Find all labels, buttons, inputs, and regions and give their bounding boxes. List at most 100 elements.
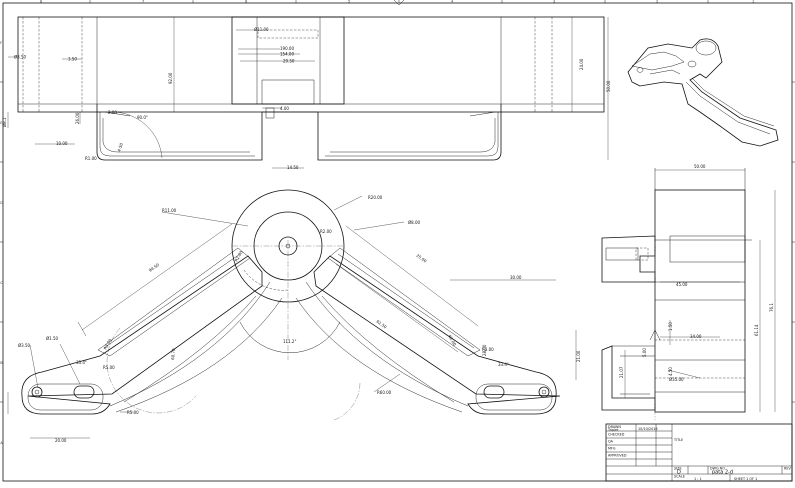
dim-label: 24.00 [579, 58, 584, 70]
dwg-no-value: pata 2-d [712, 470, 733, 476]
dim-label: 10.00 [56, 141, 68, 146]
dim-label: 62.50 [375, 319, 388, 330]
rev-label: REV [784, 466, 791, 470]
dim-label: 1.50 [668, 322, 673, 331]
dim-label: 50.00 [606, 80, 611, 92]
dim-label: Ø11.00 [254, 27, 269, 32]
qa-label: QA [608, 439, 614, 443]
dim-label: 25.00 [415, 253, 428, 264]
left-leg-slot [97, 247, 251, 357]
dim-label: Ø3.50 [18, 343, 31, 348]
title-label: TITLE [673, 438, 683, 442]
dim-label: R60.00 [377, 390, 392, 395]
dim-label: 33.4° [76, 360, 87, 365]
dim-label: 90.0° [137, 115, 148, 120]
dim-label: 4.50 [668, 367, 673, 376]
dim-label: R5.00 [103, 365, 115, 370]
dim-label: 29.50 [283, 59, 295, 64]
dim-label: Ø35.00 [669, 377, 684, 382]
mfg-label: MFG [608, 446, 616, 450]
drawn-name: Triplet [607, 428, 619, 432]
dim-label: 92.00 [168, 72, 173, 84]
title-block-outline [605, 423, 793, 482]
scale-label: SCALE [674, 475, 685, 479]
dim-label: R5.00 [127, 410, 139, 415]
dim-label: R2.00 [320, 229, 332, 234]
drawn-date: 10/10/2016 [638, 427, 658, 431]
zone-label: 4 [451, 0, 454, 4]
zone-label: D [0, 201, 3, 205]
dim-label: R11.00 [162, 208, 177, 213]
dim-label: 28.00 [482, 344, 487, 356]
dim-label: 20.00 [55, 438, 67, 443]
dim-label: 154.00 [280, 52, 294, 57]
dim-label: 21.07 [619, 366, 624, 378]
side-view: 50.00 45.00 34.00 76.1 Ø35.00 61.14 1.50… [601, 164, 776, 420]
dim-label: Ø3.50 [14, 55, 27, 60]
zone-ticks [0, 0, 795, 403]
dim-label: R20.00 [368, 195, 383, 200]
title-block: DRAWN Triplet 10/10/2016 CHECKED QA MFG … [605, 423, 793, 482]
size-value: D [677, 470, 681, 476]
zone-label: E [0, 121, 3, 125]
dim-label: 111.2° [283, 339, 296, 344]
hub-bore [278, 236, 298, 256]
zone-label: 6 [245, 0, 248, 4]
dim-label: 50.00 [694, 164, 706, 169]
drawn-label: DRAWN [608, 425, 621, 429]
isometric-view [627, 38, 779, 147]
dim-label: Ø8.1 [2, 117, 7, 127]
right-leg [313, 255, 561, 415]
dim-label: 33.4° [498, 362, 509, 367]
dim-label: 76.1 [769, 303, 774, 312]
zone-label: A [0, 441, 3, 445]
dim-label: 2.00 [108, 110, 117, 115]
checked-label: CHECKED [608, 432, 625, 436]
sheet-value: SHEET 1 OF 1 [734, 477, 757, 481]
dim-label: 4.50 [116, 142, 124, 153]
scale-value: 1 : 1 [694, 477, 702, 481]
triangle-mark-icon [393, 0, 405, 6]
dim-label: 14.50 [287, 165, 299, 170]
dim-label: Ø8.00 [408, 220, 421, 225]
zone-labels: 8 7 6 5 4 3 2 1 F E D C B A [0, 0, 754, 445]
dim-label: R2.00 [447, 334, 457, 347]
approved-label: APPROVED [608, 453, 627, 457]
dim-label: R3.00 [103, 337, 113, 350]
zone-label: B [0, 361, 3, 365]
dim-label: 190.00 [280, 46, 294, 51]
dim-label: 60.70 [170, 348, 176, 360]
dim-label: 45.00 [676, 282, 688, 287]
left-leg [21, 255, 263, 415]
dim-label: 94.50 [148, 262, 161, 273]
zone-label: 1 [752, 0, 754, 4]
dim-label: R3.00 [482, 347, 494, 352]
dim-label: 26.00 [75, 112, 80, 124]
dim-label: 21.00 [576, 350, 581, 362]
dim-label: 3.50 [68, 57, 77, 62]
dim-label: R1.00 [85, 156, 97, 161]
hub-circle [231, 189, 345, 303]
dim-label: Ø1.50 [46, 336, 59, 341]
dim-label: 30.00 [510, 275, 522, 280]
front-view-outline [17, 16, 605, 113]
dim-label: 34.00 [690, 334, 702, 339]
zone-label: C [0, 281, 3, 285]
isometric-part [627, 38, 779, 147]
zone-label: 5 [348, 0, 350, 4]
hub-inner-circle [253, 211, 323, 281]
front-view: Ø11.00 190.00 154.00 29.50 Ø3.50 3.50 92… [2, 16, 611, 170]
zone-label: 2 [656, 0, 658, 4]
zone-label: 8 [40, 0, 43, 4]
dim-label: R2.00 [234, 249, 244, 262]
dim-label: 4.00 [280, 106, 289, 111]
main-view: R11.00 R20.00 Ø8.00 R2.00 25.00 30.00 94… [7, 189, 581, 443]
zone-label: 3 [553, 0, 555, 4]
zone-label: F [0, 41, 2, 45]
dim-label: 61.14 [754, 324, 759, 336]
sheet-border [2, 2, 793, 482]
zone-label: 7 [142, 0, 144, 4]
dwg-no-label: DWG NO [710, 466, 725, 470]
